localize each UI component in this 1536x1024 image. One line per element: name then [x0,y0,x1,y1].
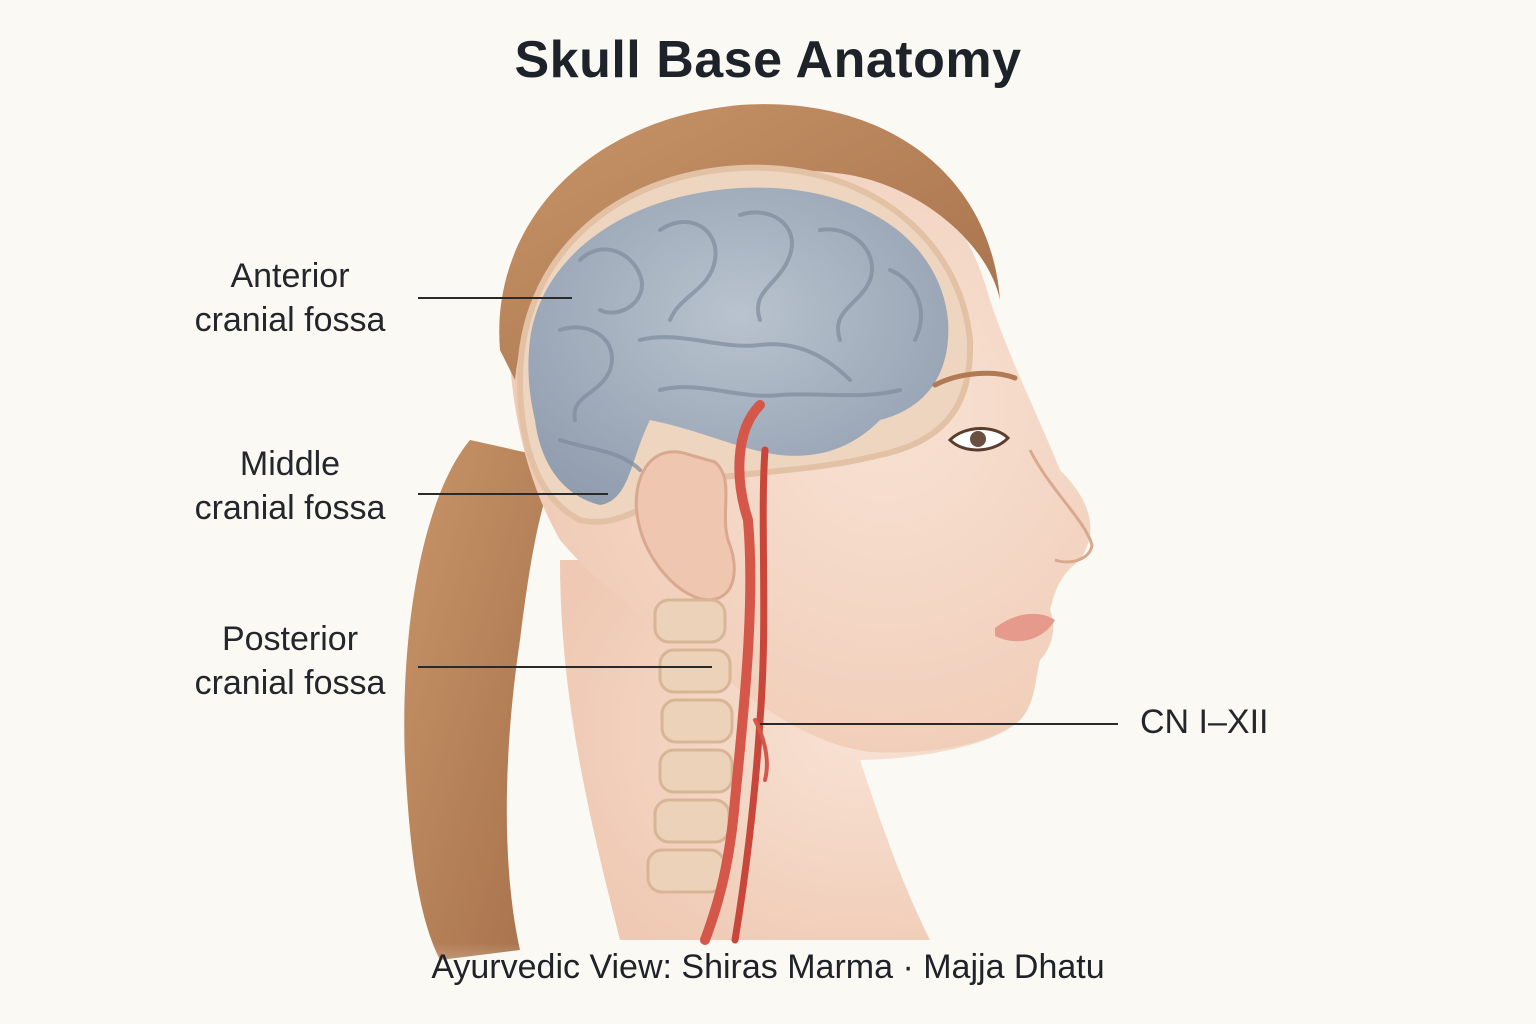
hair-top [499,104,1000,380]
lips [995,613,1055,642]
page-title: Skull Base Anatomy [514,31,1022,89]
label-posterior-cranial-fossa: Posterior cranial fossa [170,617,410,705]
iris [970,431,986,447]
eyebrow [932,370,1018,388]
label-posterior-line2: cranial fossa [194,664,386,702]
nose [1028,449,1094,564]
label-cranial-nerves: CN I–XII [1140,703,1269,741]
brain-gyri [558,210,923,472]
label-posterior-line1: Posterior [221,620,359,658]
label-middle-cranial-fossa: Middle cranial fossa [170,442,410,530]
leader-lines [418,297,1118,725]
label-middle-line1: Middle [239,445,341,483]
caption: Ayurvedic View: Shiras Marma · Majja Dha… [431,948,1105,986]
label-anterior-line1: Anterior [230,257,350,295]
label-middle-line2: cranial fossa [194,489,386,527]
label-anterior-line2: cranial fossa [194,301,386,339]
label-anterior-cranial-fossa: Anterior cranial fossa [170,254,410,342]
